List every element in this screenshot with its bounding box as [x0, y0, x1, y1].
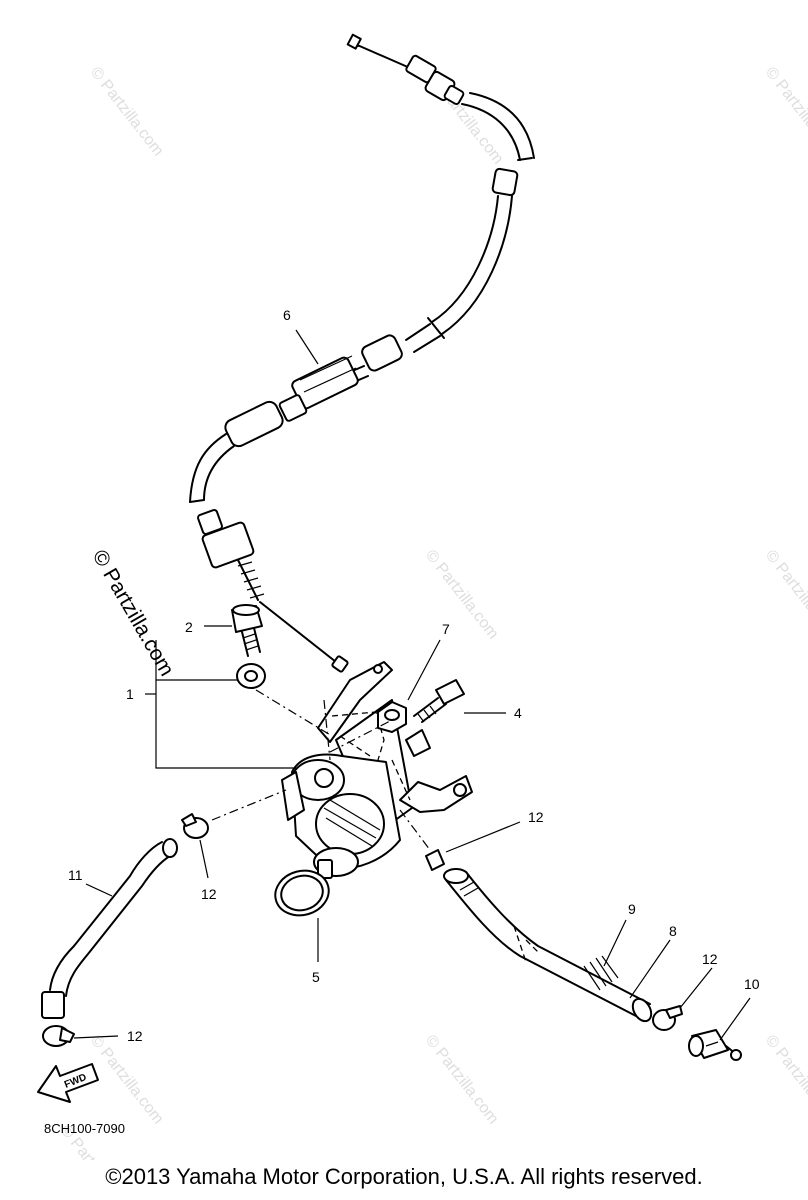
centre-lines [211, 689, 431, 851]
watermark: © Partzilla.com [762, 1032, 808, 1127]
diagram-code: 8CH100-7090 [44, 1121, 125, 1136]
fwd-arrow-icon: FWD [37, 1063, 99, 1103]
callout-10: 10 [744, 976, 760, 992]
watermark: © Partzilla.com [762, 64, 808, 159]
watermark-bold: © Partzilla.com [88, 546, 179, 680]
callout-12: 12 [702, 951, 718, 967]
callout-6: 6 [283, 307, 291, 323]
nut-and-screw [377, 679, 465, 733]
callout-11: 11 [68, 867, 83, 883]
callout-4: 4 [514, 705, 522, 721]
copyright-notice: ©2013 Yamaha Motor Corporation, U.S.A. A… [105, 1164, 703, 1189]
callout-12: 12 [528, 809, 544, 825]
cable-assembly [189, 33, 535, 673]
pump-body [281, 661, 473, 879]
callout-1: 1 [126, 686, 134, 702]
callouts: 1 2 4 5 6 7 8 9 10 11 12 12 12 12 [68, 307, 760, 1044]
bolt-and-washer [231, 604, 266, 689]
callout-12: 12 [127, 1028, 143, 1044]
callout-7: 7 [442, 621, 450, 637]
watermark: © Partzilla.com [422, 547, 502, 642]
hose-11 [41, 813, 209, 1047]
callout-5: 5 [312, 969, 320, 985]
exploded-view-svg: © Partzilla.com © Partzilla.com © Partzi… [37, 33, 808, 1200]
callout-12: 12 [201, 886, 217, 902]
watermark: © Partzilla.com [422, 1032, 502, 1127]
watermark: © Partzilla.com [762, 547, 808, 642]
callout-8: 8 [669, 923, 677, 939]
watermark: © Partzilla.com [87, 64, 167, 159]
watermark-layer: © Partzilla.com © Partzilla.com © Partzi… [57, 64, 808, 1200]
callout-9: 9 [628, 901, 636, 917]
hose-8-9 [425, 849, 742, 1061]
leader-lines [73, 329, 751, 1041]
callout-2: 2 [185, 619, 193, 635]
